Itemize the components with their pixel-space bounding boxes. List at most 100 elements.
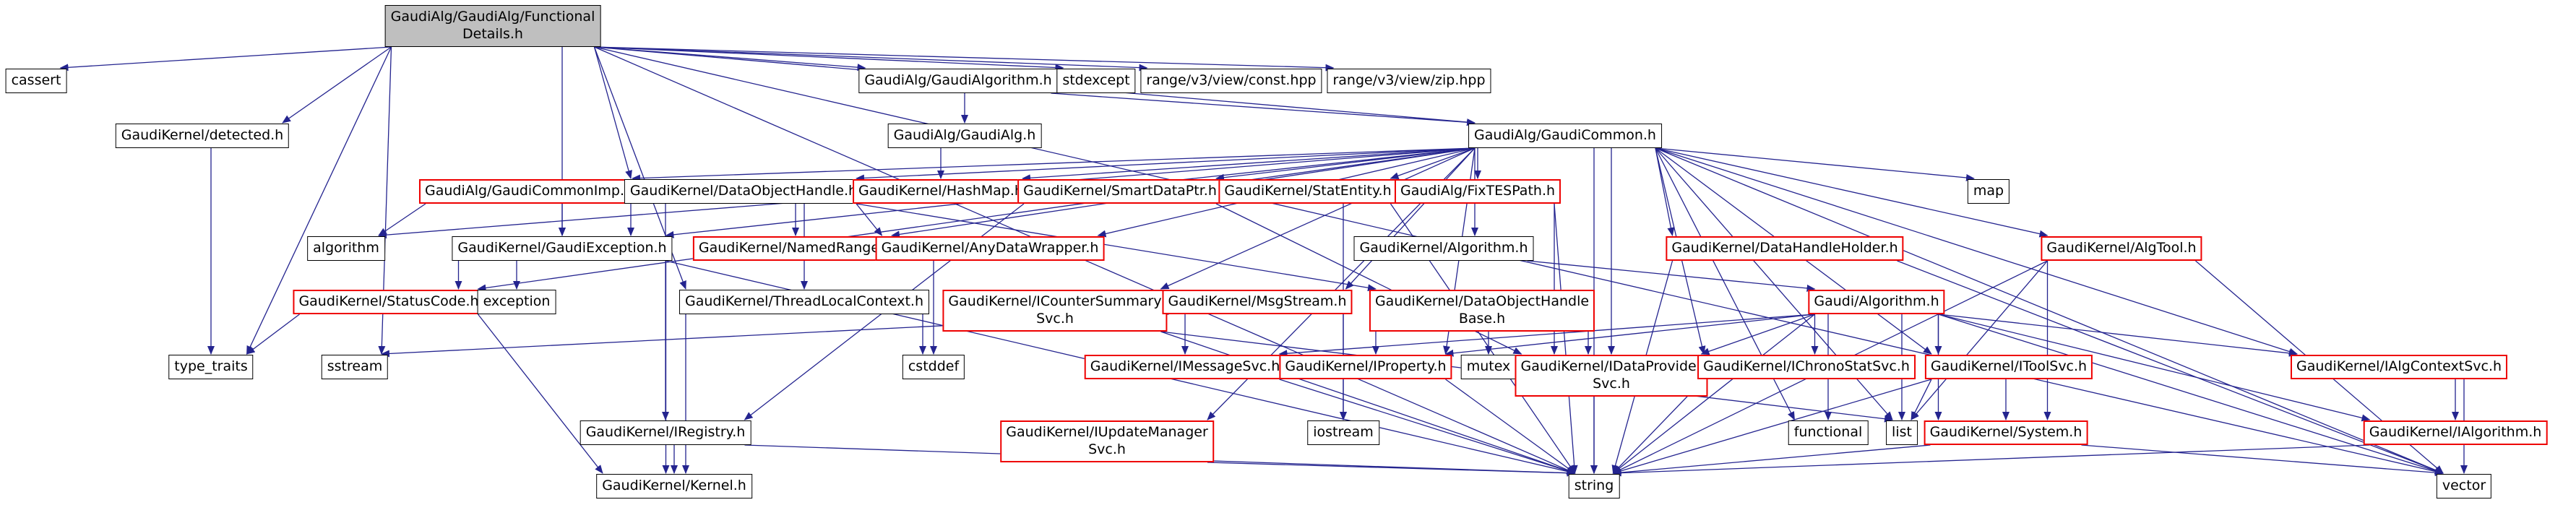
node-range_zip[interactable]: range/v3/view/zip.hpp [1327,69,1491,93]
node-msgstream[interactable]: GaudiKernel/MsgStream.h [1162,290,1353,314]
node-label: list [1892,424,1912,440]
edge-datahandleholder--vector [1897,260,2444,474]
node-detected[interactable]: GaudiKernel/detected.h [115,124,290,148]
node-label: Svc.h [1593,375,1630,392]
node-vector[interactable]: vector [2436,474,2492,498]
node-cassert[interactable]: cassert [5,69,67,93]
node-label: GaudiAlg/FixTESPath.h [1400,183,1556,199]
node-label: cstddef [908,358,960,374]
node-algorithm[interactable]: algorithm [307,236,385,261]
edge-dataobjecthandle--dohbase [856,203,1377,292]
node-statentity[interactable]: GaudiKernel/StatEntity.h [1218,179,1397,204]
node-threadlocalcontext[interactable]: GaudiKernel/ThreadLocalContext.h [679,290,930,314]
node-label: GaudiKernel/detected.h [121,127,284,143]
edge-gaudicommon--ialgcontextsvc [1655,147,2298,355]
node-dataobjecthandle[interactable]: GaudiKernel/DataObjectHandle.h [624,179,863,204]
node-label: algorithm [313,240,379,256]
node-label: functional [1793,424,1863,440]
node-smartdataptr[interactable]: GaudiKernel/SmartDataPtr.h [1017,179,1223,204]
node-string[interactable]: string [1568,474,1620,498]
edge-algorithm_gk--gaudi_algo [1527,260,1816,292]
node-label: GaudiKernel/IChronoStatSvc.h [1703,358,1910,374]
node-iostream[interactable]: iostream [1307,420,1379,445]
node-map[interactable]: map [1967,179,2010,204]
node-statuscode[interactable]: GaudiKernel/StatusCode.h [293,290,485,314]
node-range_const[interactable]: range/v3/view/const.hpp [1140,69,1322,93]
node-algorithm_gk[interactable]: GaudiKernel/Algorithm.h [1353,236,1534,261]
node-anydatawrapper[interactable]: GaudiKernel/AnyDataWrapper.h [875,236,1105,261]
node-label: Gaudi/Algorithm.h [1814,293,1939,309]
node-label: GaudiKernel/ICounterSummary [948,293,1162,309]
edge-imessagesvc--string [1279,379,1576,475]
edge-dataobjecthandle--anydatawrapper [856,203,883,236]
node-gaudicommon[interactable]: GaudiAlg/GaudiCommon.h [1468,124,1662,148]
node-ichronostatsvc[interactable]: GaudiKernel/IChronoStatSvc.h [1697,355,1916,379]
node-label: GaudiAlg/GaudiAlgorithm.h [864,72,1052,88]
node-label: GaudiAlg/GaudiAlg.h [893,127,1036,143]
edge-fixtespath--string [1554,203,1578,474]
node-system[interactable]: GaudiKernel/System.h [1924,420,2088,445]
node-stdexcept[interactable]: stdexcept [1056,69,1136,93]
edge-gaudi_algo--idataprovidersvc [1700,314,1815,355]
node-ialgorithm[interactable]: GaudiKernel/IAlgorithm.h [2363,420,2548,445]
edge-functional_details--range_zip [594,46,1335,72]
node-label: GaudiAlg/GaudiAlg/Functional [390,9,595,25]
node-gaudi_algorithm_h[interactable]: GaudiAlg/GaudiAlgorithm.h [858,69,1058,93]
node-sstream[interactable]: sstream [321,355,389,379]
node-gaudi_algo[interactable]: Gaudi/Algorithm.h [1808,290,1945,314]
node-label: GaudiKernel/System.h [1929,424,2082,440]
node-fixtespath[interactable]: GaudiAlg/FixTESPath.h [1394,179,1561,204]
node-label: GaudiKernel/IMessageSvc.h [1090,358,1280,374]
node-datahandleholder[interactable]: GaudiKernel/DataHandleHolder.h [1666,236,1904,261]
node-list[interactable]: list [1886,420,1918,445]
node-label: GaudiAlg/GaudiCommon.h [1474,127,1656,143]
node-mutex[interactable]: mutex [1460,355,1517,379]
node-gaudiexception[interactable]: GaudiKernel/GaudiException.h [452,236,673,261]
node-imessagesvc[interactable]: GaudiKernel/IMessageSvc.h [1084,355,1286,379]
node-label: range/v3/view/const.hpp [1146,72,1317,88]
edge-gaudicommon--algtool [1655,147,2049,238]
node-cstddef[interactable]: cstddef [902,355,965,379]
edge-gaudicommon--statentity [1390,147,1476,179]
node-ialgcontextsvc[interactable]: GaudiKernel/IAlgContextSvc.h [2290,355,2508,379]
node-iproperty[interactable]: GaudiKernel/IProperty.h [1279,355,1452,379]
edge-smartdataptr--idataprovidersvc [1215,203,1522,355]
edge-ialgorithm--string [1612,444,2370,477]
node-commonimp[interactable]: GaudiAlg/GaudiCommonImp.h [418,179,639,204]
node-algtool[interactable]: GaudiKernel/AlgTool.h [2041,236,2202,261]
node-label: type_traits [174,358,248,374]
node-itoolsvc[interactable]: GaudiKernel/IToolSvc.h [1924,355,2093,379]
node-label: Details.h [462,25,523,42]
node-namedrange[interactable]: GaudiKernel/NamedRange.h [692,236,899,261]
edge-itoolsvc--list [1911,379,1932,420]
node-kernel[interactable]: GaudiKernel/Kernel.h [596,474,752,498]
edge-gaudicommon--map [1655,147,1975,181]
node-label: stdexcept [1062,72,1130,88]
node-functional[interactable]: functional [1788,420,1869,445]
node-type_traits[interactable]: type_traits [168,355,254,379]
node-label: GaudiKernel/MsgStream.h [1168,293,1347,309]
node-label: GaudiKernel/DataObjectHandle [1374,293,1590,309]
node-label: GaudiKernel/DataHandleHolder.h [1671,240,1898,256]
node-iregistry[interactable]: GaudiKernel/IRegistry.h [580,420,751,445]
edge-gaudicommon--datahandleholder [1655,147,1675,236]
node-label: mutex [1466,358,1511,374]
node-label: GaudiKernel/IAlgContextSvc.h [2296,358,2502,374]
node-hashmap[interactable]: GaudiKernel/HashMap.h [853,179,1029,204]
edge-functional_details--range_const [594,46,1148,72]
edge-functional_details--detected [282,46,392,124]
edge-gaudicommon--dataobjecthandle [856,147,1476,182]
edge-functional_details--cassert [59,46,392,72]
node-label: GaudiKernel/IRegistry.h [585,424,746,440]
node-label: GaudiKernel/GaudiException.h [457,240,667,256]
node-exception[interactable]: exception [477,290,556,314]
edge-functional_details--dataobjecthandle [593,46,632,179]
node-label: sstream [327,358,383,374]
node-gaudialg[interactable]: GaudiAlg/GaudiAlg.h [887,124,1042,148]
node-label: GaudiKernel/StatusCode.h [298,293,479,309]
